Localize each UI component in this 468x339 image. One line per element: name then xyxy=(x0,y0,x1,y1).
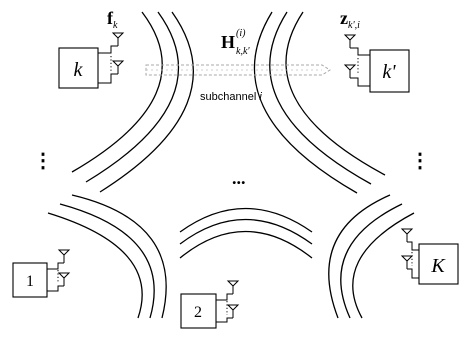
node-k-prime-box xyxy=(369,49,410,93)
node-k-prime: k' xyxy=(344,34,410,93)
node-2-feed-top xyxy=(216,293,233,301)
antenna-icon xyxy=(344,34,356,49)
node-K-feed-bottom xyxy=(407,268,419,279)
node-k-prime-label: k' xyxy=(382,61,396,83)
node-1-box xyxy=(12,262,48,298)
node-k-prime-feed-top xyxy=(350,47,370,56)
channel-label-superscript: (i) xyxy=(236,28,246,39)
node-2-label: 2 xyxy=(194,304,202,321)
wave-arcs-top-left xyxy=(71,11,194,193)
node-K-box xyxy=(418,243,459,285)
subchannel-label: subchannel i xyxy=(200,91,262,103)
wave-arcs-top-right xyxy=(253,11,386,194)
node-k: k xyxy=(58,32,124,89)
node-1-label: 1 xyxy=(26,273,34,290)
node-K-feed-top xyxy=(407,241,419,251)
node-k-prime-feed-bottom xyxy=(350,77,370,87)
wave-arcs-bottom-center xyxy=(179,207,313,259)
node-K: K xyxy=(401,228,459,285)
antenna-icon xyxy=(58,249,70,264)
channel-arrow-outline xyxy=(145,64,331,76)
antenna-icon xyxy=(112,32,124,47)
antenna-icon xyxy=(344,64,356,79)
channel-label: H (i) k,k' xyxy=(221,28,250,57)
node-1-feed-top xyxy=(47,262,64,270)
node-1-feed-bottom xyxy=(47,285,64,292)
channel-label-subscript: k,k' xyxy=(236,46,250,57)
channel-arrow xyxy=(145,64,331,76)
wave-arcs-bottom-left xyxy=(47,194,167,319)
wave-arcs-bottom-right xyxy=(328,194,415,319)
node-1: 1 xyxy=(12,249,70,298)
ellipsis-left: ⋮ xyxy=(33,150,53,172)
node-k-feed-bottom xyxy=(98,73,118,84)
antenna-icon xyxy=(227,280,239,295)
antenna-icon xyxy=(401,228,413,243)
precoder-label: fk xyxy=(107,8,118,31)
node-2: 2 xyxy=(180,280,239,329)
antenna-icon xyxy=(112,60,124,75)
node-2-box xyxy=(180,293,217,329)
node-k-feed-top xyxy=(98,45,118,54)
node-K-label: K xyxy=(430,255,446,277)
node-k-box xyxy=(58,47,99,89)
ellipsis-top-center: ... xyxy=(232,168,246,188)
antenna-icon xyxy=(227,304,239,319)
node-k-label: k xyxy=(74,59,84,81)
channel-label-base: H xyxy=(221,32,235,52)
noise-label: zk',i xyxy=(340,8,360,31)
antenna-icon xyxy=(401,255,413,270)
node-2-feed-bottom xyxy=(216,317,233,323)
antenna-icon xyxy=(58,272,70,287)
ellipsis-right: ⋮ xyxy=(410,150,430,172)
